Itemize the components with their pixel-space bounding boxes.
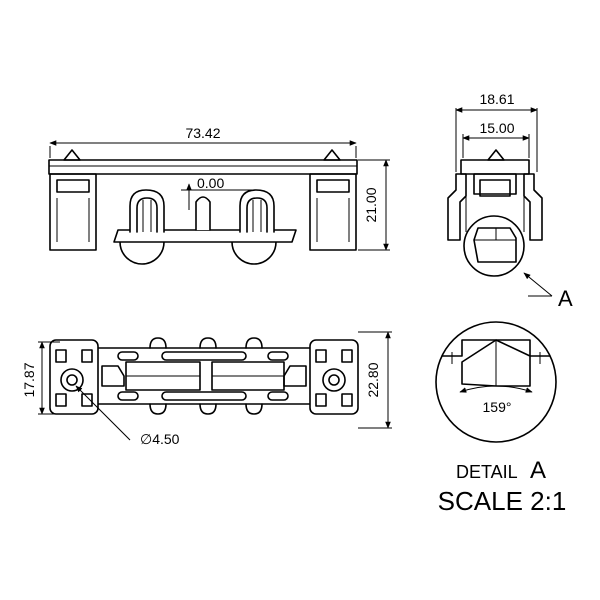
side-inner-width-label: 15.00: [479, 120, 514, 136]
top-view: [49, 337, 359, 415]
detail-angle-label: 159°: [483, 399, 512, 415]
detail-title: DETAIL A SCALE 2:1: [438, 457, 567, 516]
detail-title-letter: A: [530, 457, 546, 484]
detail-a-callout: A: [523, 272, 573, 311]
front-offset-label: 0.00: [197, 175, 224, 191]
side-outer-width-dimension: 18.61: [455, 91, 538, 172]
front-height-dimension: 21.00: [358, 159, 390, 251]
hole-diameter-label: ∅4.50: [140, 431, 180, 447]
side-inner-width-dimension: 15.00: [462, 120, 530, 158]
top-outer-height-dimension: 22.80: [358, 331, 392, 429]
front-view: [48, 149, 358, 265]
top-inner-height-label: 17.87: [21, 362, 37, 397]
side-view: [447, 149, 543, 277]
side-outer-width-label: 18.61: [479, 91, 514, 107]
detail-scale-label: SCALE 2:1: [438, 486, 567, 516]
top-inner-height-dimension: 17.87: [21, 341, 60, 415]
detail-title-word: DETAIL: [456, 462, 518, 482]
detail-a-callout-letter: A: [558, 286, 573, 311]
top-outer-height-label: 22.80: [365, 362, 381, 397]
front-width-dimension: 73.42: [49, 125, 357, 158]
hole-diameter-leader: ∅4.50: [75, 385, 180, 447]
front-width-label: 73.42: [185, 125, 220, 141]
front-height-label: 21.00: [363, 187, 379, 222]
detail-a-view: 159°: [435, 321, 557, 443]
